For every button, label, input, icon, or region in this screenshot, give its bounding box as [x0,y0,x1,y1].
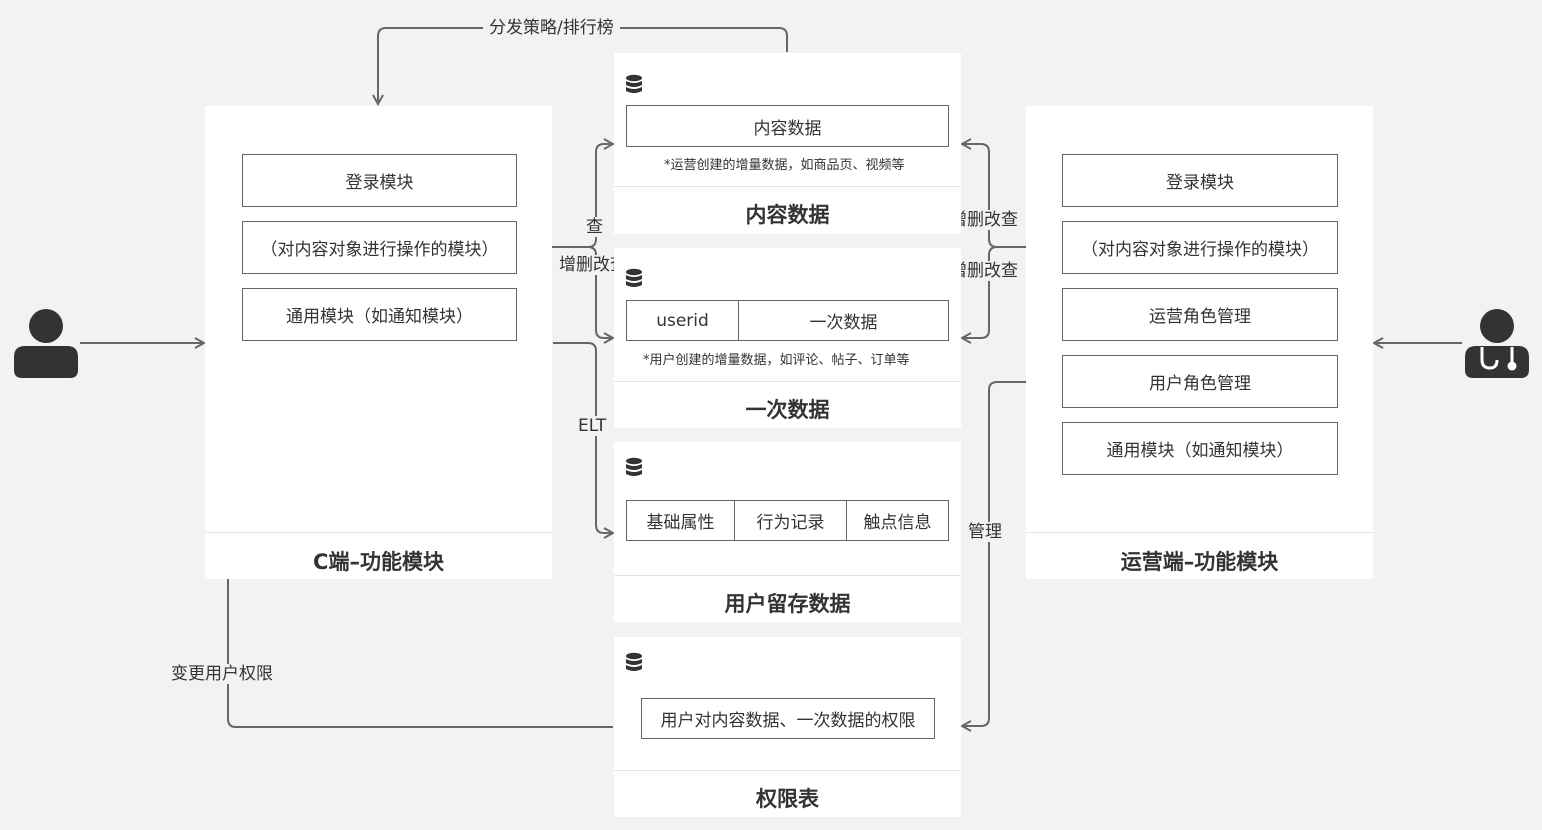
crud-right-label-1: 增删改查 [950,210,1018,230]
primary-data-panel: userid 一次数据 *用户创建的增量数据，如评论、帖子、订单等 一次数据 [614,248,961,428]
database-icon [626,457,642,476]
doctor-icon [1465,309,1529,378]
permission-table-title: 权限表 [756,787,819,811]
panel-divider [614,381,961,382]
permission-table-panel: 用户对内容数据、一次数据的权限 权限表 [614,637,961,817]
c-common-module[interactable]: 通用模块（如通知模块） [242,288,517,341]
user-role-management[interactable]: 用户角色管理 [1062,355,1338,408]
content-data-title: 内容数据 [745,203,830,227]
panel-divider [1026,532,1373,533]
arrow-elt [553,342,613,533]
primary-data-title: 一次数据 [745,398,830,422]
panel-divider [614,770,961,771]
ops-panel-title: 运营端–功能模块 [1120,550,1279,574]
c-panel-title: C端–功能模块 [313,550,444,574]
ops-role-management[interactable]: 运营角色管理 [1062,288,1338,341]
retention-data-panel: 基础属性 行为记录 触点信息 用户留存数据 [614,442,961,622]
crud-right-label-2: 增删改查 [950,261,1018,281]
elt-label: ELT [578,416,607,436]
content-data-box[interactable]: 内容数据 [626,105,949,147]
panel-divider [614,186,961,187]
primary-data-note: *用户创建的增量数据，如评论、帖子、订单等 [643,353,910,368]
retention-data-table: 基础属性 行为记录 触点信息 [626,500,949,541]
user-icon [14,309,78,378]
arrow-crud-left [587,246,613,338]
distribution-label: 分发策略/排行榜 [483,18,620,38]
basic-attributes-cell[interactable]: 基础属性 [646,513,715,533]
retention-data-title: 用户留存数据 [724,592,851,616]
behavior-record-cell[interactable]: 行为记录 [734,501,846,540]
database-icon [626,268,642,287]
content-data-note: *运营创建的增量数据，如商品页、视频等 [664,158,905,173]
database-icon [626,652,642,671]
database-icon [626,74,642,93]
c-login-module[interactable]: 登录模块 [242,154,517,207]
primary-data-table: userid 一次数据 [626,300,949,341]
crud-left-label: 增删改查 [559,255,627,275]
touchpoint-info-cell[interactable]: 触点信息 [846,501,948,540]
change-permission-label: 变更用户权限 [171,664,273,684]
panel-divider [205,532,552,533]
permission-box[interactable]: 用户对内容数据、一次数据的权限 [641,698,935,739]
query-label: 查 [586,217,603,237]
primary-data-cell[interactable]: 一次数据 [738,301,948,340]
content-data-panel: 内容数据 *运营创建的增量数据，如商品页、视频等 内容数据 [614,53,961,234]
ops-login-module[interactable]: 登录模块 [1062,154,1338,207]
ops-common-module[interactable]: 通用模块（如通知模块） [1062,422,1338,475]
userid-cell[interactable]: userid [656,310,709,331]
arrow-manage [962,381,1062,726]
c-function-panel: 登录模块 （对内容对象进行操作的模块） 通用模块（如通知模块） C端–功能模块 [205,106,552,579]
ops-content-operation-module[interactable]: （对内容对象进行操作的模块） [1062,221,1338,274]
panel-divider [614,575,961,576]
manage-label: 管理 [968,522,1002,542]
c-content-operation-module[interactable]: （对内容对象进行操作的模块） [242,221,517,274]
arrow-crud-right-2 [962,246,998,338]
ops-function-panel: 登录模块 （对内容对象进行操作的模块） 运营角色管理 用户角色管理 通用模块（如… [1026,106,1373,579]
